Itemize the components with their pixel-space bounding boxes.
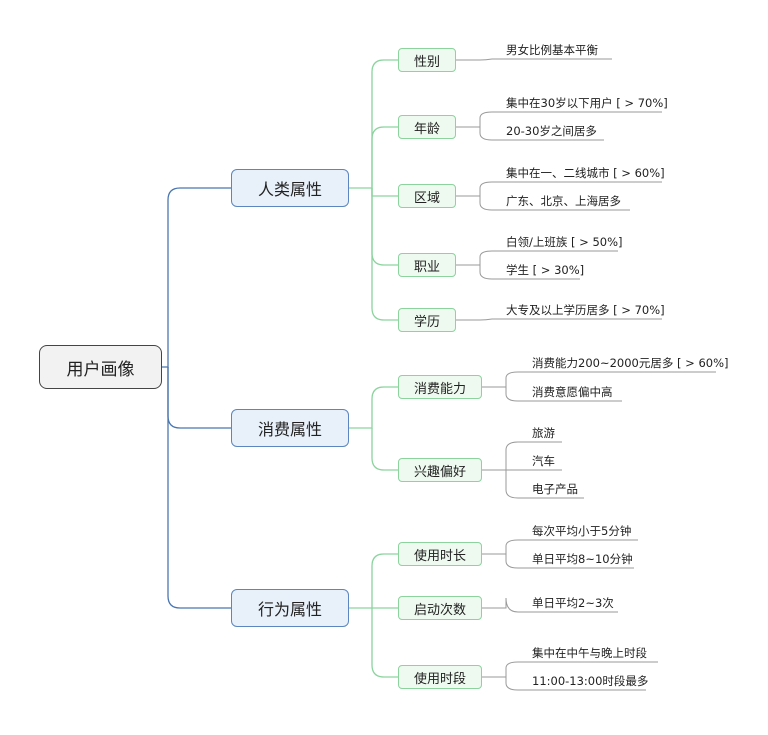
leaf-age-under-30: 集中在30岁以下用户 [ > 70%] — [506, 96, 668, 110]
leaf-occupation-student: 学生 [ > 30%] — [506, 263, 585, 277]
topic-usage-duration[interactable]: 使用时长 — [398, 542, 482, 566]
topic-launch-count[interactable]: 启动次数 — [398, 596, 482, 620]
leaf-period-peak: 11:00-13:00时段最多 — [532, 674, 649, 688]
topic-education[interactable]: 学历 — [398, 308, 456, 332]
leaf-period-noon-evening: 集中在中午与晚上时段 — [532, 646, 647, 660]
leaf-duration-per-session: 每次平均小于5分钟 — [532, 524, 632, 538]
topic-interests[interactable]: 兴趣偏好 — [398, 458, 482, 482]
leaf-region-cities: 广东、北京、上海居多 — [506, 194, 621, 208]
topic-usage-period[interactable]: 使用时段 — [398, 665, 482, 689]
leaf-region-tier: 集中在一、二线城市 [ > 60%] — [506, 166, 665, 180]
topic-spending-power[interactable]: 消费能力 — [398, 375, 482, 399]
topic-occupation[interactable]: 职业 — [398, 253, 456, 277]
topic-age[interactable]: 年龄 — [398, 115, 456, 139]
leaf-occupation-white-collar: 白领/上班族 [ > 50%] — [506, 235, 623, 249]
branch-behavior-attributes[interactable]: 行为属性 — [231, 589, 349, 627]
branch-human-attributes[interactable]: 人类属性 — [231, 169, 349, 207]
leaf-spending-range: 消费能力200~2000元居多 [ > 60%] — [532, 356, 729, 370]
topic-region[interactable]: 区域 — [398, 184, 456, 208]
leaf-launch-daily: 单日平均2~3次 — [532, 596, 614, 610]
branch-consumption-attributes[interactable]: 消费属性 — [231, 409, 349, 447]
leaf-spending-willingness: 消费意愿偏中高 — [532, 385, 613, 399]
leaf-age-20-30: 20-30岁之间居多 — [506, 124, 597, 138]
leaf-interest-travel: 旅游 — [532, 426, 555, 440]
topic-gender[interactable]: 性别 — [398, 48, 456, 72]
leaf-education-college: 大专及以上学历居多 [ > 70%] — [506, 303, 665, 317]
leaf-interest-electronics: 电子产品 — [532, 482, 578, 496]
leaf-gender-balance: 男女比例基本平衡 — [506, 43, 598, 57]
leaf-interest-cars: 汽车 — [532, 454, 555, 468]
root-node[interactable]: 用户画像 — [39, 345, 162, 389]
leaf-duration-daily: 单日平均8~10分钟 — [532, 552, 633, 566]
